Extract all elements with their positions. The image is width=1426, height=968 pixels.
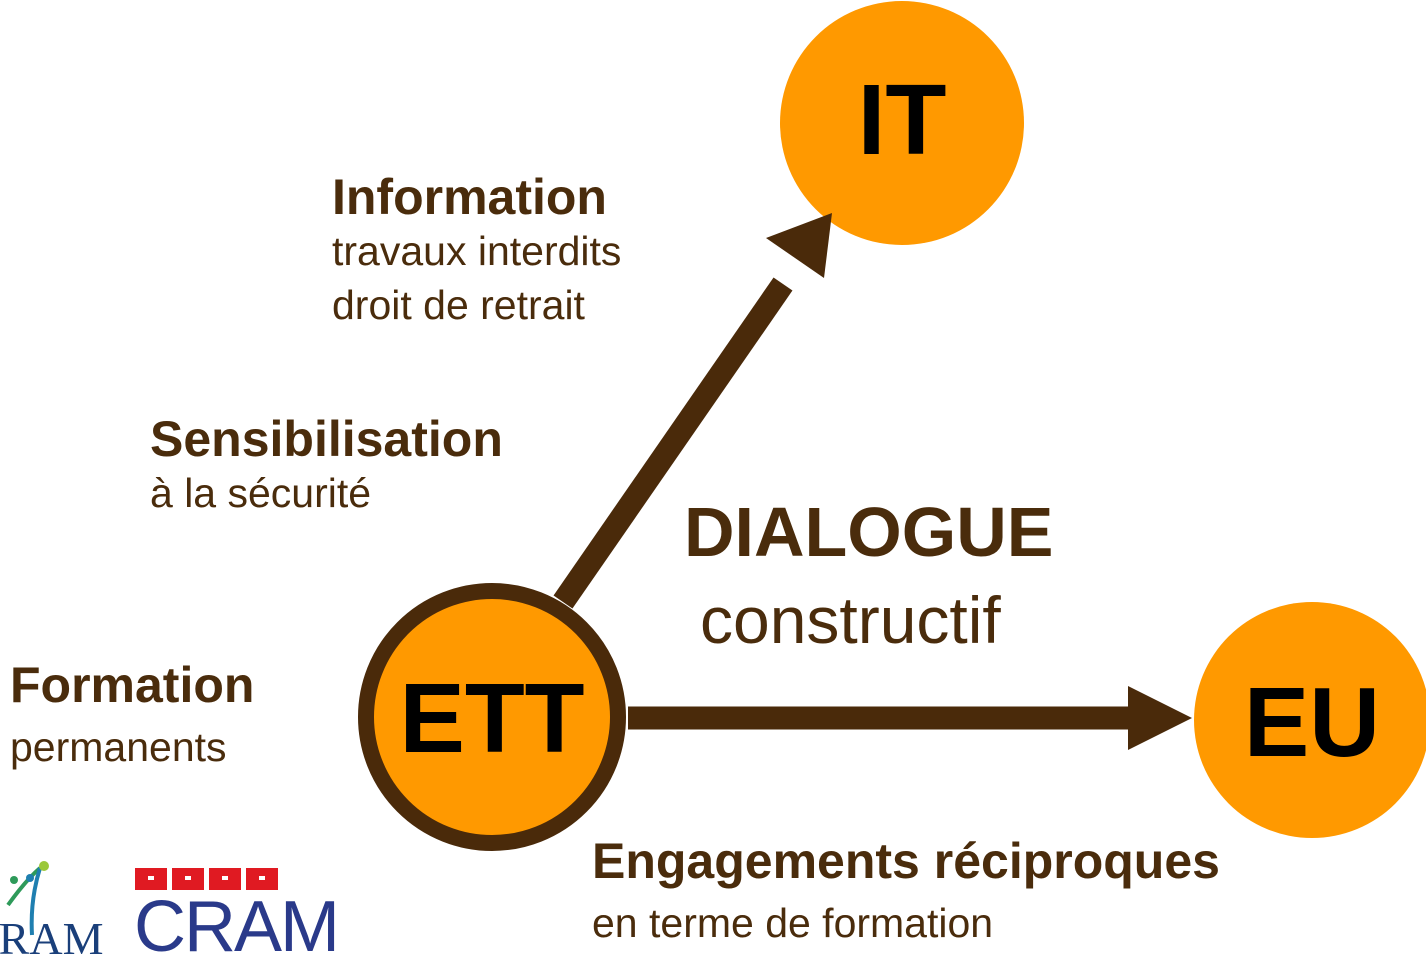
information-line1: travaux interdits [332, 228, 622, 274]
information-line2: droit de retrait [332, 282, 585, 328]
formation-line1: permanents [10, 724, 227, 770]
cram-logo-left-text: CRAM [0, 913, 104, 964]
eu-node-label: EU [1243, 666, 1381, 777]
arrow-ett-to-it [553, 213, 832, 609]
sensibilisation-title: Sensibilisation [150, 411, 503, 467]
engagements-line1: en terme de formation [592, 900, 994, 946]
cram-logo-left-graphic [6, 861, 49, 936]
cram-logo-right-graphic [135, 868, 278, 890]
dialogue-title: DIALOGUE [684, 493, 1054, 571]
ett-node-label: ETT [399, 662, 585, 773]
eu-node [1194, 602, 1426, 838]
ett-node [358, 583, 626, 851]
dialogue-line1: constructif [700, 583, 1001, 657]
information-title: Information [332, 169, 607, 225]
it-node [780, 1, 1024, 245]
arrow-ett-to-eu [628, 686, 1192, 750]
formation-title: Formation [10, 657, 255, 713]
it-node-label: IT [857, 63, 947, 176]
cram-logo-right-text: CRAM [134, 887, 340, 967]
engagements-title: Engagements réciproques [592, 833, 1220, 889]
sensibilisation-line1: à la sécurité [150, 470, 372, 516]
